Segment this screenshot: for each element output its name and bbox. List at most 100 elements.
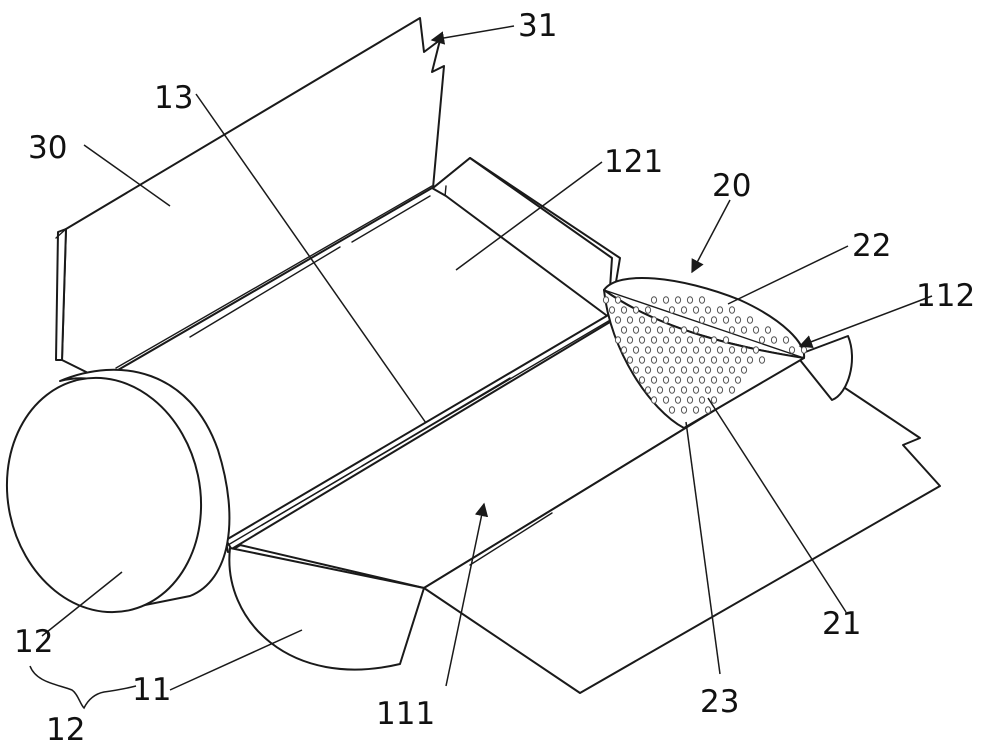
perforation-hole xyxy=(734,356,742,364)
reflector-panel-30-thickness xyxy=(55,228,67,361)
perforation-hole xyxy=(662,336,670,344)
perforation-hole xyxy=(698,396,706,404)
perforation-hole xyxy=(620,346,628,354)
perforation-hole xyxy=(692,306,700,314)
perforation-hole xyxy=(656,346,664,354)
tube-seam-bright-b xyxy=(351,195,431,243)
perforation-hole xyxy=(716,346,724,354)
perforation-hole xyxy=(674,356,682,364)
perforation-hole xyxy=(638,376,646,384)
perforation-hole xyxy=(746,356,754,364)
perforation-hole xyxy=(698,336,706,344)
label-11: 11 xyxy=(132,672,171,708)
perforation-hole xyxy=(662,316,670,324)
perforation-hole xyxy=(734,376,742,384)
perforation-hole xyxy=(656,366,664,374)
tube-top-seam xyxy=(115,185,433,369)
perforation-hole xyxy=(788,346,796,354)
perforation-hole xyxy=(686,356,694,364)
perforation-hole xyxy=(692,366,700,374)
perforation-hole xyxy=(644,346,652,354)
perforation-hole xyxy=(662,296,670,304)
perforation-hole xyxy=(656,326,664,334)
leader-20 xyxy=(691,199,731,274)
perforation-hole xyxy=(716,306,724,314)
leader-22 xyxy=(727,245,849,305)
perforation-hole xyxy=(668,386,676,394)
label-121: 121 xyxy=(604,144,663,180)
label-111: 111 xyxy=(376,696,435,732)
perforation-hole xyxy=(680,306,688,314)
label-31: 31 xyxy=(518,8,557,44)
leader-30 xyxy=(83,144,171,207)
perforation-hole xyxy=(626,316,634,324)
perforation-hole xyxy=(692,346,700,354)
perforation-hole xyxy=(674,396,682,404)
perforation-hole xyxy=(740,366,748,374)
perforation-hole xyxy=(602,296,610,304)
perforation-hole xyxy=(632,346,640,354)
brace-12 xyxy=(29,665,137,710)
perforation-hole xyxy=(692,326,700,334)
perforation-hole xyxy=(722,356,730,364)
perforation-hole xyxy=(662,376,670,384)
label-112: 112 xyxy=(916,278,975,314)
end-cap-12-disc xyxy=(5,376,203,614)
perforation-hole xyxy=(722,336,730,344)
perforation-hole xyxy=(668,326,676,334)
perforation-hole xyxy=(716,386,724,394)
label-13: 13 xyxy=(154,80,193,116)
leader-111 xyxy=(445,502,489,687)
label-22: 22 xyxy=(852,228,891,264)
label-23: 23 xyxy=(700,684,739,720)
perforation-hole xyxy=(704,406,712,414)
perforation-hole xyxy=(758,336,766,344)
rail-13-highlight-b xyxy=(361,377,511,467)
perforation-hole xyxy=(704,306,712,314)
perforation-hole xyxy=(638,316,646,324)
perforation-hole xyxy=(740,326,748,334)
perforation-hole xyxy=(644,306,652,314)
perforation-hole xyxy=(620,306,628,314)
label-12a: 12 xyxy=(14,624,53,660)
label-30: 30 xyxy=(28,130,67,166)
perforation-hole xyxy=(614,336,622,344)
perforation-hole xyxy=(710,316,718,324)
perforation-hole xyxy=(728,386,736,394)
perforation-hole xyxy=(710,336,718,344)
leader-11 xyxy=(169,629,303,691)
leader-112 xyxy=(798,295,933,349)
perforation-hole xyxy=(728,306,736,314)
perforation-hole xyxy=(770,336,778,344)
perforation-hole xyxy=(710,376,718,384)
perforation-hole xyxy=(698,296,706,304)
perforation-hole xyxy=(698,356,706,364)
perforation-hole xyxy=(650,316,658,324)
perforation-hole xyxy=(650,356,658,364)
perforation-hole xyxy=(674,296,682,304)
panel-30-ridge xyxy=(55,228,67,239)
perforation-hole xyxy=(704,366,712,374)
end-cap-112 xyxy=(799,335,853,401)
perforation-holes-23 xyxy=(602,296,808,414)
perforation-hole xyxy=(650,336,658,344)
perforation-hole xyxy=(638,356,646,364)
perforation-hole xyxy=(710,356,718,364)
perforation-hole xyxy=(650,376,658,384)
perforation-hole xyxy=(698,316,706,324)
perforation-hole xyxy=(626,356,634,364)
perforation-hole xyxy=(800,346,808,354)
perforation-hole xyxy=(764,326,772,334)
perforation-hole xyxy=(716,366,724,374)
perforation-hole xyxy=(668,346,676,354)
perforation-hole xyxy=(614,316,622,324)
perforation-hole xyxy=(740,346,748,354)
perforation-hole xyxy=(638,336,646,344)
leader-121 xyxy=(455,161,603,271)
dome-divider xyxy=(603,289,805,359)
perforation-hole xyxy=(752,326,760,334)
front-panel-seam xyxy=(469,512,553,566)
perforation-hole xyxy=(692,406,700,414)
perforation-hole xyxy=(608,306,616,314)
